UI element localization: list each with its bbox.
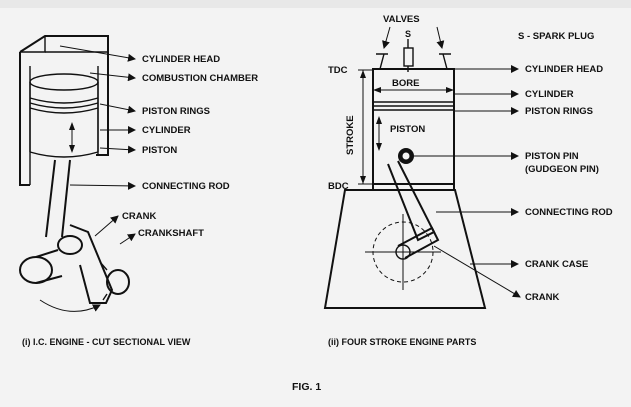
label-cylinder-head-r: CYLINDER HEAD <box>525 64 603 75</box>
piston-bottom <box>29 151 99 158</box>
connecting-rod <box>45 159 71 238</box>
right-labels: VALVES S S - SPARK PLUG TDC BDC STROKE B… <box>328 14 613 303</box>
crankshaft-main-right <box>106 269 130 295</box>
crank-center <box>395 244 411 260</box>
piston-sides <box>29 82 99 152</box>
caption-left: (i) I.C. ENGINE - CUT SECTIONAL VIEW <box>22 337 191 347</box>
crankshaft-right-link <box>99 261 108 301</box>
label-cylinder: CYLINDER <box>142 125 191 136</box>
connecting-rod-r <box>387 160 436 242</box>
label-spark-plug-key: S - SPARK PLUG <box>518 31 594 42</box>
label-connecting-rod: CONNECTING ROD <box>142 181 230 192</box>
label-piston-rings: PISTON RINGS <box>142 106 210 117</box>
label-cylinder-r: CYLINDER <box>525 89 574 100</box>
label-connecting-rod-r: CONNECTING ROD <box>525 207 613 218</box>
cylinder-wall-outline <box>19 52 30 186</box>
four-stroke-engine <box>323 26 487 309</box>
right-leaders <box>414 65 521 298</box>
crank-web <box>69 224 114 304</box>
crank-case <box>323 189 487 309</box>
crank-arm <box>397 226 440 259</box>
label-valves: VALVES <box>383 14 420 25</box>
left-leaders <box>59 45 136 245</box>
cutaway-engine <box>19 35 130 312</box>
label-combustion-chamber: COMBUSTION CHAMBER <box>142 73 258 84</box>
label-stroke: STROKE <box>345 115 356 155</box>
valve-arrow-left <box>382 26 391 49</box>
label-piston-pin: PISTON PIN <box>525 151 579 162</box>
label-gudgeon-pin: (GUDGEON PIN) <box>525 164 599 175</box>
label-piston: PISTON <box>142 145 177 156</box>
label-bore: BORE <box>392 78 419 89</box>
label-piston-rings-r: PISTON RINGS <box>525 106 593 117</box>
figure-title: FIG. 1 <box>292 381 321 393</box>
cylinder-head-outline <box>19 35 109 156</box>
label-bdc: BDC <box>328 181 349 192</box>
crankshaft-journal <box>35 249 63 284</box>
left-labels: CYLINDER HEAD COMBUSTION CHAMBER PISTON … <box>122 54 258 239</box>
label-crank: CRANK <box>122 211 156 222</box>
valve-arrow-right <box>436 26 445 49</box>
label-cylinder-head: CYLINDER HEAD <box>142 54 220 65</box>
label-tdc: TDC <box>328 65 348 76</box>
label-spark-plug-letter: S <box>405 29 411 39</box>
piston-motion-arrows <box>69 122 75 153</box>
label-crank-case: CRANK CASE <box>525 259 588 270</box>
caption-right: (ii) FOUR STROKE ENGINE PARTS <box>328 337 476 347</box>
label-crank-r: CRANK <box>525 292 559 303</box>
piston-ring-grooves <box>29 97 99 114</box>
intake-valve <box>376 53 388 70</box>
label-piston-r: PISTON <box>390 124 425 135</box>
label-crankshaft: CRANKSHAFT <box>138 228 204 239</box>
crank-pin <box>57 235 83 255</box>
rotation-arrow <box>39 299 101 312</box>
exhaust-valve <box>439 53 451 70</box>
